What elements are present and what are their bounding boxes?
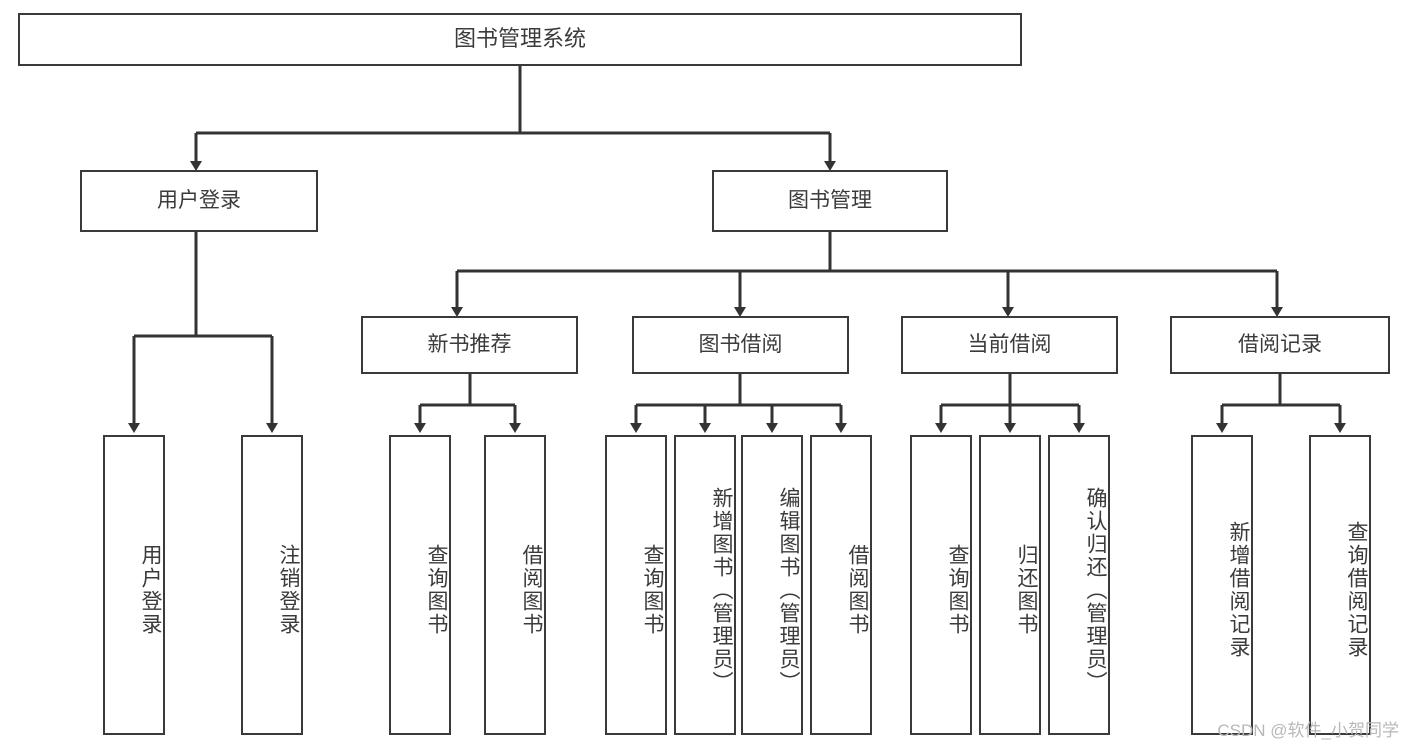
node-leaf-user-login[interactable]: 用户登录 xyxy=(103,435,165,735)
node-leaf-add-book-admin[interactable]: 新增图书（管理员） xyxy=(674,435,736,735)
node-book-management-label: 图书管理 xyxy=(788,189,872,213)
node-current-borrow-label: 当前借阅 xyxy=(967,333,1052,357)
node-leaf-query-book-1[interactable]: 查询图书 xyxy=(389,435,451,735)
node-leaf-query-borrow-record-label: 查询借阅记录 xyxy=(1345,521,1368,659)
node-leaf-query-borrow-record[interactable]: 查询借阅记录 xyxy=(1309,435,1371,735)
node-leaf-query-book-3[interactable]: 查询图书 xyxy=(910,435,972,735)
node-new-book-recommend[interactable]: 新书推荐 xyxy=(361,316,578,374)
node-leaf-add-borrow-record-label: 新增借阅记录 xyxy=(1227,521,1250,659)
watermark: CSDN @软件_小贺同学 xyxy=(1217,721,1399,740)
node-leaf-query-book-2-label: 查询图书 xyxy=(641,544,664,636)
node-root[interactable]: 图书管理系统 xyxy=(18,13,1022,66)
node-book-borrow[interactable]: 图书借阅 xyxy=(632,316,849,374)
node-leaf-borrow-book-2-label: 借阅图书 xyxy=(846,544,869,636)
node-book-borrow-label: 图书借阅 xyxy=(698,333,783,357)
node-book-management[interactable]: 图书管理 xyxy=(712,170,948,232)
node-leaf-edit-book-admin[interactable]: 编辑图书（管理员） xyxy=(741,435,803,735)
node-leaf-edit-book-admin-label: 编辑图书（管理员） xyxy=(777,486,800,694)
node-root-label: 图书管理系统 xyxy=(453,26,586,52)
node-leaf-borrow-book-1[interactable]: 借阅图书 xyxy=(484,435,546,735)
node-leaf-user-login-label: 用户登录 xyxy=(139,544,162,636)
node-leaf-query-book-3-label: 查询图书 xyxy=(946,544,969,636)
node-borrow-record[interactable]: 借阅记录 xyxy=(1170,316,1390,374)
node-leaf-confirm-return-admin-label: 确认归还（管理员） xyxy=(1084,486,1107,694)
node-leaf-return-book[interactable]: 归还图书 xyxy=(979,435,1041,735)
node-borrow-record-label: 借阅记录 xyxy=(1238,333,1322,357)
node-leaf-confirm-return-admin[interactable]: 确认归还（管理员） xyxy=(1048,435,1110,735)
node-leaf-borrow-book-1-label: 借阅图书 xyxy=(520,544,543,636)
node-new-book-recommend-label: 新书推荐 xyxy=(427,333,512,357)
node-leaf-return-book-label: 归还图书 xyxy=(1015,544,1038,636)
node-leaf-borrow-book-2[interactable]: 借阅图书 xyxy=(810,435,872,735)
node-leaf-add-borrow-record[interactable]: 新增借阅记录 xyxy=(1191,435,1253,735)
node-user-login-label: 用户登录 xyxy=(157,189,241,213)
node-user-login[interactable]: 用户登录 xyxy=(80,170,318,232)
node-leaf-add-book-admin-label: 新增图书（管理员） xyxy=(710,486,733,694)
node-leaf-logout-login-label: 注销登录 xyxy=(277,544,300,636)
node-leaf-query-book-1-label: 查询图书 xyxy=(425,544,448,636)
node-leaf-logout-login[interactable]: 注销登录 xyxy=(241,435,303,735)
node-leaf-query-book-2[interactable]: 查询图书 xyxy=(605,435,667,735)
node-current-borrow[interactable]: 当前借阅 xyxy=(901,316,1118,374)
